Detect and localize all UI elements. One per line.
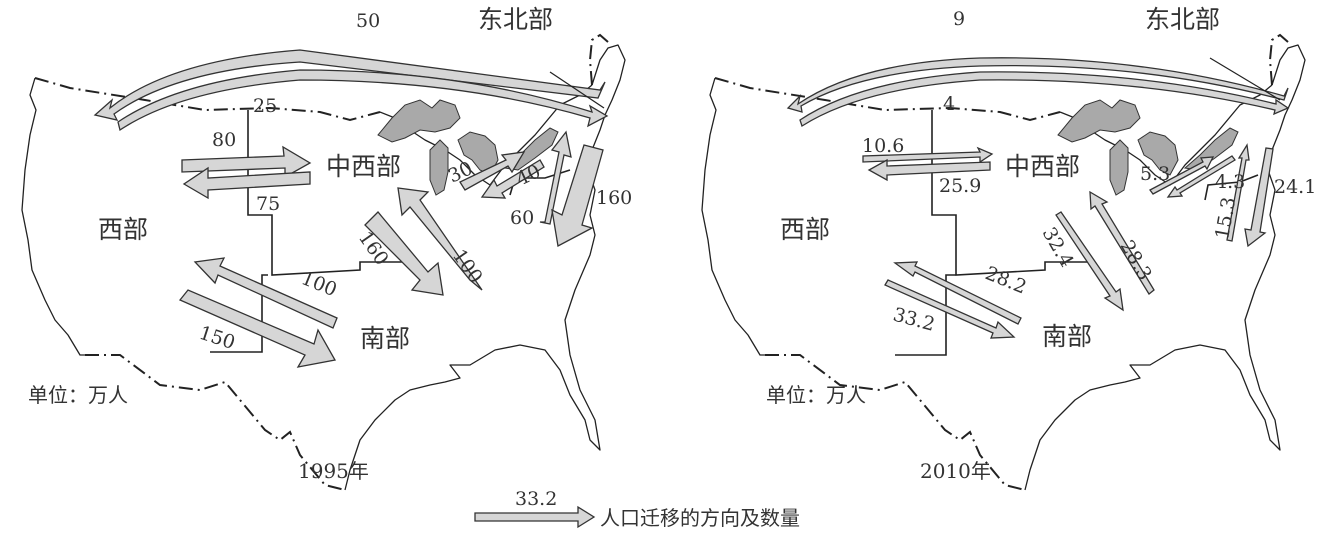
leader-line: [549, 71, 605, 109]
legend-sample-value: 33.2: [515, 488, 557, 510]
flow-arrow: [1244, 147, 1274, 248]
flow-value: 10.6: [862, 135, 904, 157]
legend: 33.2 人口迁移的方向及数量: [474, 488, 800, 530]
region-label-midwest: 中西部: [326, 152, 401, 181]
region-label-south: 南部: [1042, 322, 1092, 351]
flow-arrow: [178, 289, 337, 368]
flow-arrow: [397, 187, 483, 291]
flow-arrow: [181, 145, 312, 179]
flow-value: 9: [953, 8, 965, 30]
flow-value: 33.2: [891, 304, 938, 336]
region-label-south: 南部: [360, 324, 410, 353]
year-label: 1995年: [298, 459, 369, 483]
region-label-northeast: 东北部: [1145, 5, 1220, 34]
flow-arrow: [884, 279, 1016, 339]
flow-arrow: [1226, 143, 1250, 242]
flow-arrow: [893, 261, 1022, 325]
region-boundary: [895, 110, 1090, 356]
region-boundary: [210, 110, 405, 353]
flow-arrow: [539, 130, 572, 225]
unit-label: 单位：万人: [28, 383, 128, 407]
flow-arrow: [117, 69, 609, 132]
flow-arrow: [786, 57, 1289, 113]
flow-value: 4.3: [1215, 171, 1245, 193]
flow-value: 25.9: [939, 175, 981, 197]
region-label-northeast: 东北部: [478, 5, 553, 34]
flow-value: 15.3: [1211, 195, 1240, 240]
flow-arrow: [93, 49, 606, 121]
flow-arrow: [862, 146, 994, 164]
flow-arrow: [799, 71, 1290, 127]
flow-arrow: [1166, 155, 1236, 198]
flow-arrow: [1055, 211, 1124, 312]
region-label-west: 西部: [98, 215, 148, 244]
flow-value: 4: [943, 93, 955, 115]
region-boundary: [1204, 174, 1259, 201]
flow-arrow: [364, 211, 444, 296]
flow-arrow: [1089, 190, 1155, 295]
legend-label: 人口迁移的方向及数量: [600, 506, 800, 530]
flow-value: 24.1: [1274, 176, 1316, 198]
flow-value: 5.3: [1140, 163, 1170, 185]
flow-value: 100: [298, 267, 340, 301]
flow-arrow: [551, 144, 604, 247]
flow-arrow: [459, 151, 526, 191]
region-label-midwest: 中西部: [1005, 152, 1080, 181]
unit-label: 单位：万人: [766, 383, 866, 407]
flow-value: 25: [253, 95, 277, 117]
flow-arrow: [182, 166, 311, 200]
region-label-west: 西部: [780, 215, 830, 244]
flow-value: 150: [196, 322, 237, 354]
flow-value: 160: [596, 187, 632, 209]
legend-arrow: [474, 505, 596, 529]
map-1995: 50 25 80 75 30 40 60 160 160 100 100 150…: [21, 5, 632, 491]
map-2010: 9 4 10.6 25.9 5.3 4.3 15.3 24.1 32.4 28.…: [701, 5, 1316, 491]
flow-arrow: [867, 158, 991, 182]
flow-value: 80: [212, 129, 236, 151]
leader-line: [1209, 57, 1281, 101]
flow-value: 28.3: [1116, 237, 1156, 285]
flow-arrow: [1149, 156, 1215, 195]
flow-value: 75: [256, 193, 280, 215]
year-label: 2010年: [920, 459, 991, 483]
flow-arrow: [193, 257, 338, 329]
flow-value: 50: [356, 10, 380, 32]
flow-value: 60: [510, 207, 534, 229]
flow-value: 28.2: [982, 262, 1029, 298]
flow-arrow: [480, 159, 545, 199]
